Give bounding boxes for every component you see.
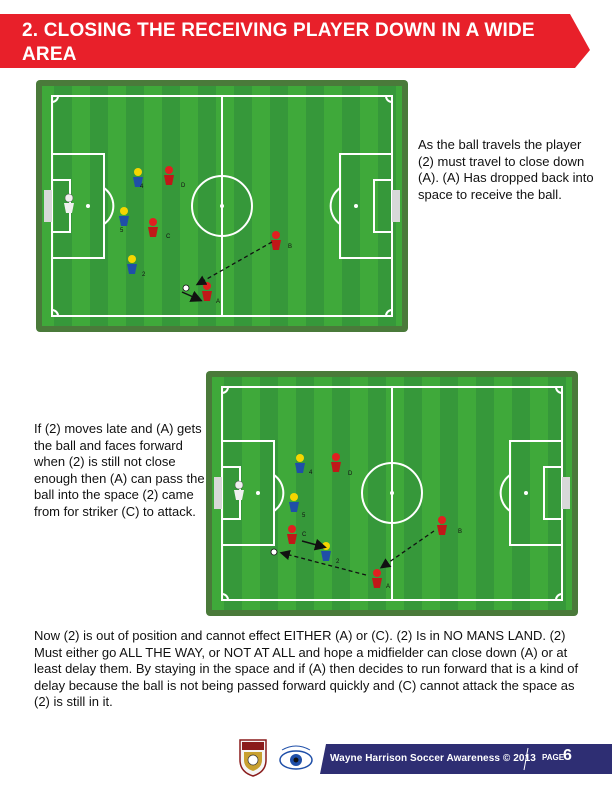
label-2: 2 bbox=[336, 559, 340, 565]
paragraph-2: If (2) moves late and (A) gets the ball … bbox=[34, 421, 205, 519]
label-a: A bbox=[386, 584, 390, 590]
pass-arrow-a-to-space bbox=[279, 549, 367, 576]
defender-2 bbox=[127, 255, 137, 274]
defender-4 bbox=[133, 168, 143, 187]
label-d: D bbox=[181, 183, 186, 189]
ball bbox=[182, 284, 190, 292]
attacker-a bbox=[372, 569, 382, 588]
paragraph-1: As the ball travels the player (2) must … bbox=[418, 137, 594, 202]
attacker-b bbox=[437, 516, 447, 535]
page-title: 2. CLOSING THE RECEIVING PLAYER DOWN IN … bbox=[22, 19, 552, 67]
header-banner: 2. CLOSING THE RECEIVING PLAYER DOWN IN … bbox=[0, 0, 612, 72]
label-b: B bbox=[288, 244, 292, 250]
label-b: B bbox=[458, 529, 462, 535]
pitch-diagram-2: 4 D 5 C 2 B A bbox=[206, 371, 578, 616]
label-c: C bbox=[302, 532, 307, 538]
goalkeeper bbox=[234, 480, 244, 500]
ball bbox=[270, 548, 278, 556]
pitch-svg-2: 4 D 5 C 2 B A bbox=[206, 371, 578, 616]
label-d: D bbox=[348, 471, 353, 477]
pitch-diagram-1: 4 D 5 C 2 B A bbox=[36, 80, 408, 332]
page-number: 6 bbox=[563, 747, 572, 764]
label-2: 2 bbox=[142, 272, 146, 278]
pass-arrow bbox=[195, 241, 273, 286]
attacker-c bbox=[148, 218, 158, 237]
attacker-d bbox=[331, 453, 341, 472]
attacker-c bbox=[287, 525, 297, 544]
title-line-2: AREA bbox=[22, 44, 77, 65]
defender-5 bbox=[119, 207, 129, 226]
label-5: 5 bbox=[120, 228, 124, 234]
label-a: A bbox=[216, 299, 220, 305]
attacker-a bbox=[202, 282, 212, 301]
page-label: PAGE bbox=[542, 753, 565, 762]
label-4: 4 bbox=[140, 184, 144, 190]
label-c: C bbox=[166, 234, 171, 240]
paragraph-3: Now (2) is out of position and cannot ef… bbox=[34, 628, 579, 709]
label-5: 5 bbox=[302, 513, 306, 519]
goalkeeper bbox=[64, 193, 74, 213]
run-arrow-c bbox=[301, 538, 327, 551]
title-line-1: 2. CLOSING THE RECEIVING PLAYER DOWN IN … bbox=[22, 20, 535, 41]
banner-shape bbox=[0, 14, 590, 68]
attacker-b bbox=[271, 231, 281, 250]
footer: Wayne Harrison Soccer Awareness © 2013 P… bbox=[0, 734, 612, 792]
run-arrow bbox=[181, 290, 203, 302]
label-4: 4 bbox=[309, 470, 313, 476]
club-crest-logo bbox=[239, 739, 267, 777]
footer-bar bbox=[320, 744, 612, 774]
defender-5 bbox=[289, 493, 299, 512]
pitch-svg-1: 4 D 5 C 2 B A bbox=[36, 80, 408, 332]
attacker-d bbox=[164, 166, 174, 185]
defender-2 bbox=[321, 542, 331, 561]
defender-4 bbox=[295, 454, 305, 473]
eye-logo bbox=[279, 745, 313, 770]
footer-credit: Wayne Harrison Soccer Awareness © 2013 bbox=[330, 753, 536, 764]
pass-arrow-b-to-a bbox=[379, 530, 435, 569]
